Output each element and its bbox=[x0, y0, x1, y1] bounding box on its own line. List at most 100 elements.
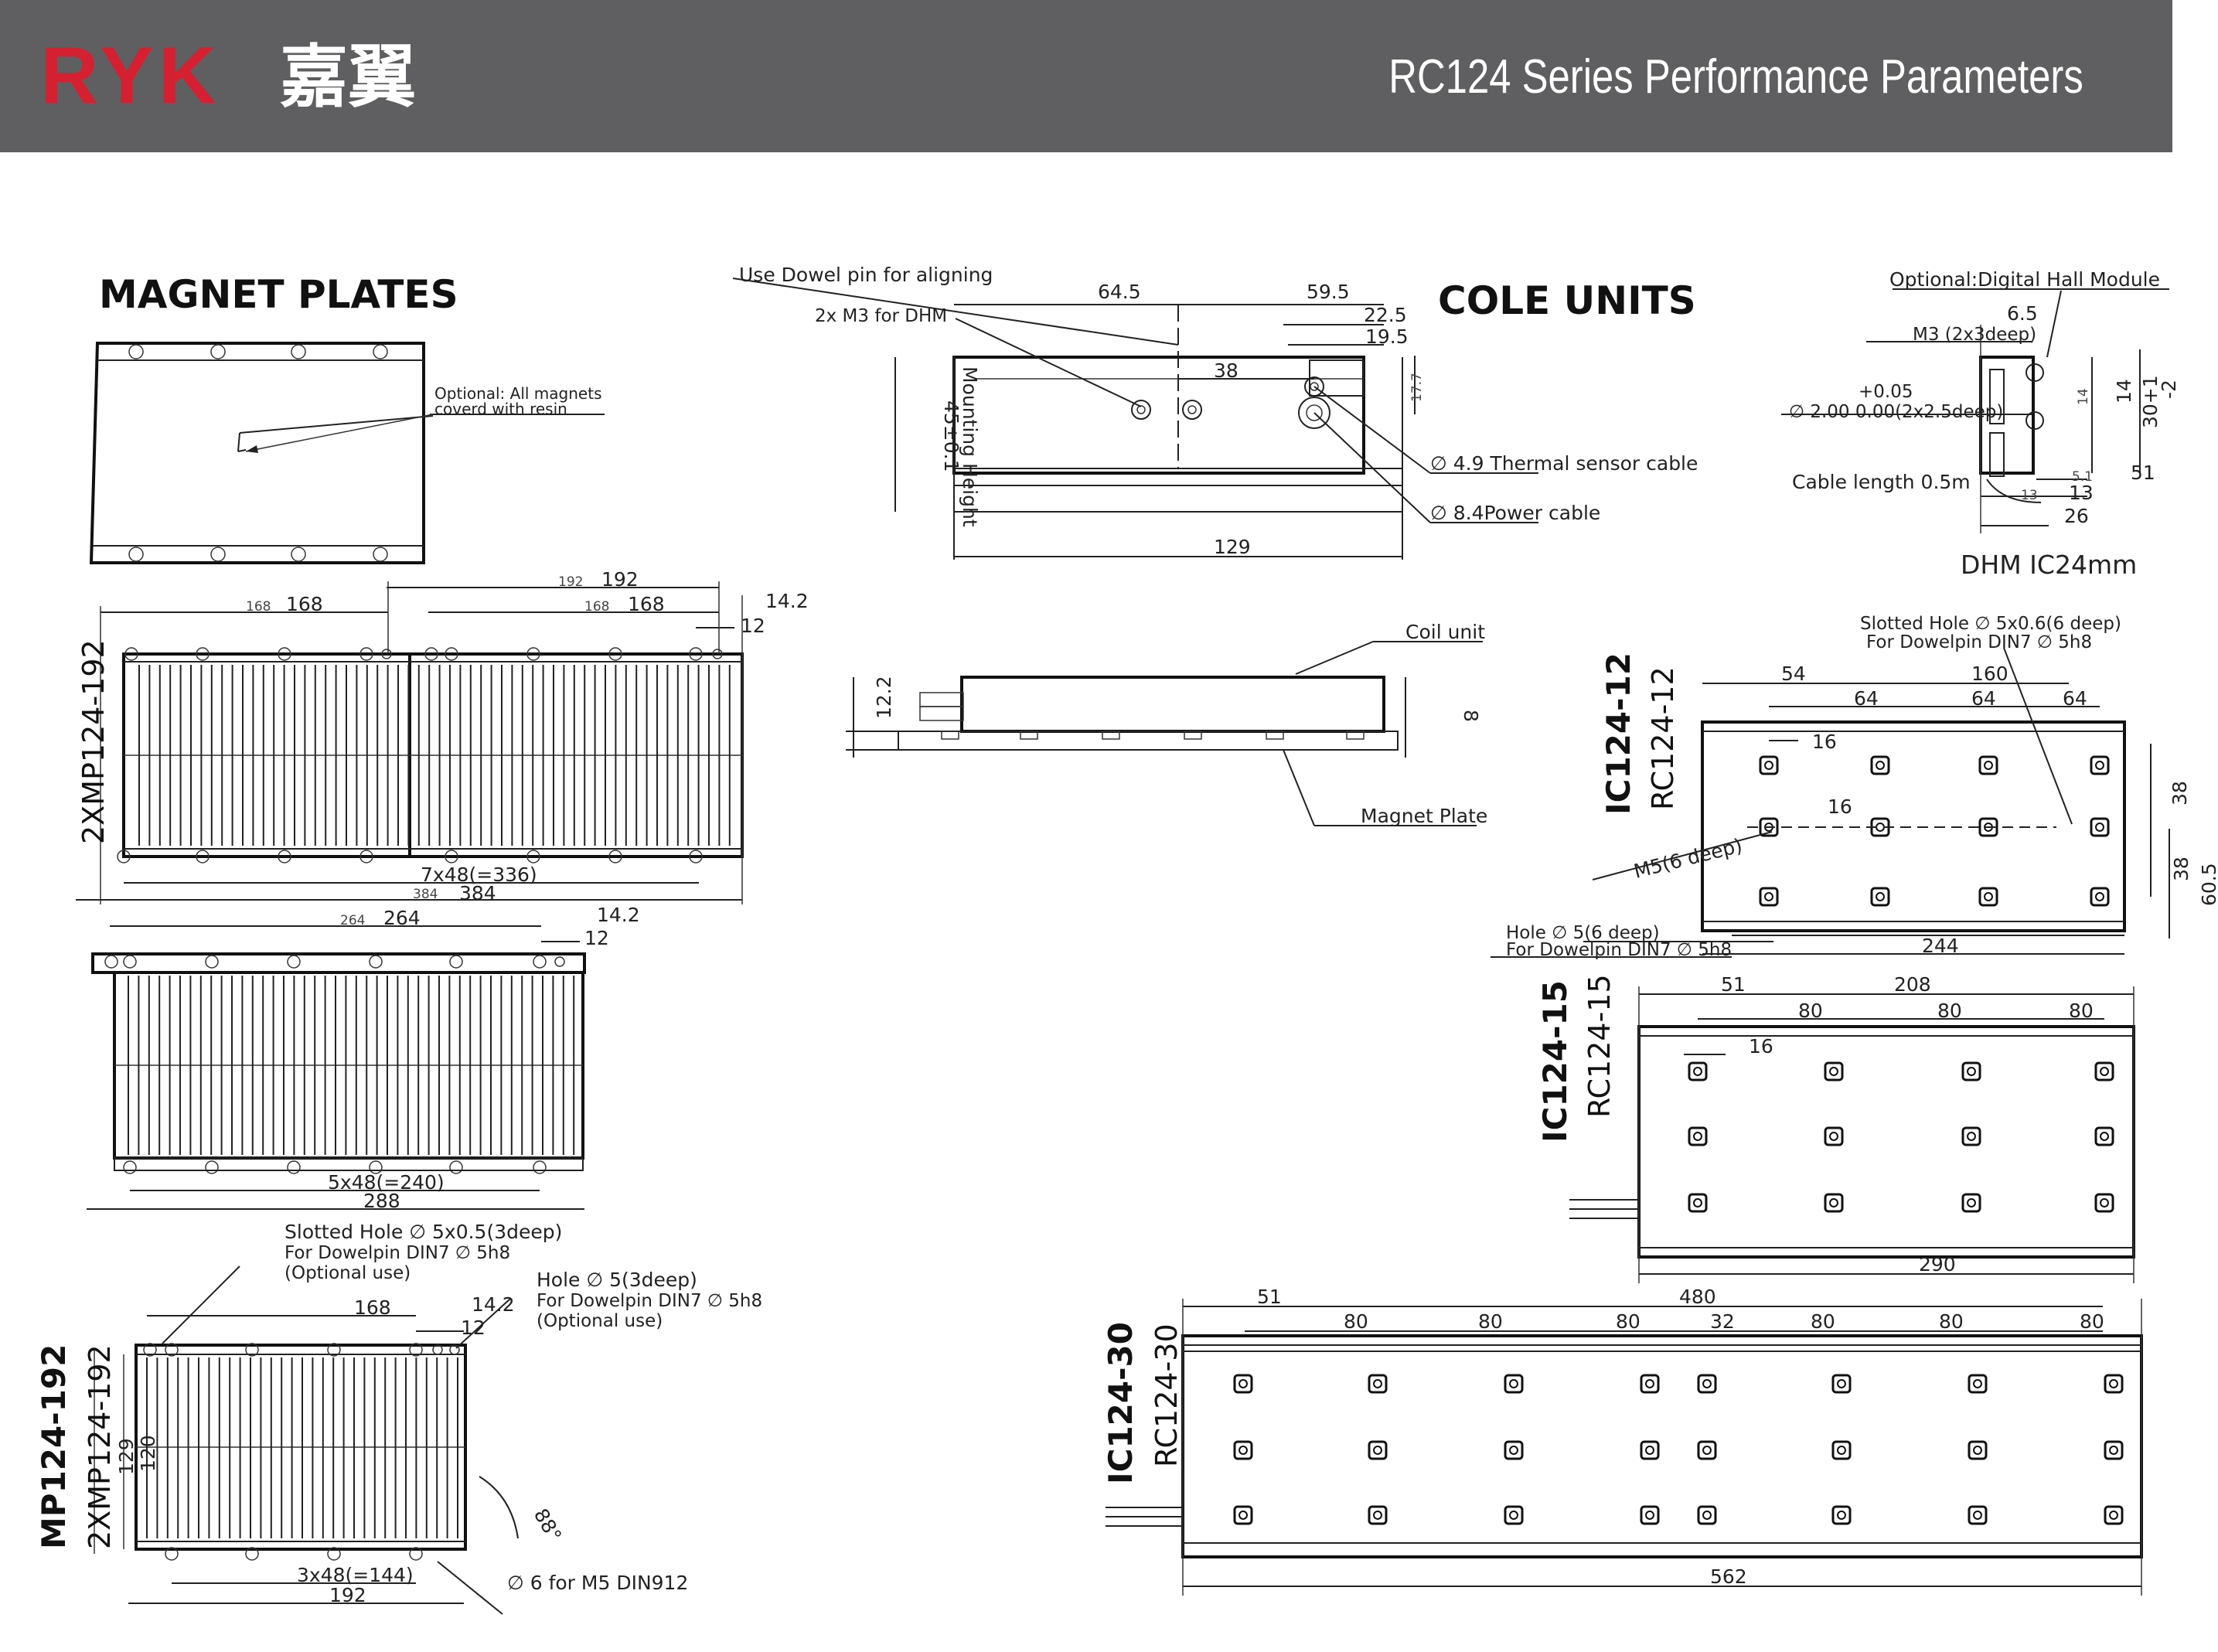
mount-hole bbox=[2090, 817, 2110, 837]
ic30-dim-480: 480 bbox=[1679, 1286, 1716, 1308]
label-ic124-12: IC124-12 bbox=[1600, 652, 1637, 815]
ic30-dim-80-2: 80 bbox=[1478, 1310, 1503, 1333]
label-ic124-15: IC124-15 bbox=[1536, 980, 1574, 1143]
dim-59-5: 59.5 bbox=[1307, 281, 1350, 303]
dim-384-small: 384 bbox=[413, 887, 438, 902]
section-title-coil-units: COLE UNITS bbox=[1438, 278, 1696, 323]
dim-12-b: 12 bbox=[584, 927, 609, 949]
ic12-dim-38b: 38 bbox=[2170, 857, 2192, 881]
mount-hole bbox=[1961, 1061, 1981, 1081]
dim-12-c: 12 bbox=[461, 1316, 486, 1339]
mount-hole bbox=[1759, 817, 1779, 837]
dim-17-7: 17.7 bbox=[1409, 373, 1425, 402]
mount-hole bbox=[2094, 1193, 2114, 1213]
mount-hole bbox=[1368, 1374, 1388, 1394]
dhm-dim-13: 13 bbox=[2069, 482, 2094, 504]
mount-hole bbox=[1759, 755, 1779, 775]
dim-192-c: 192 bbox=[329, 1584, 366, 1606]
plate-screw bbox=[1266, 731, 1284, 740]
mount-hole bbox=[1368, 1505, 1388, 1525]
plate-screw bbox=[1020, 731, 1038, 740]
mount-hole bbox=[1233, 1374, 1253, 1394]
magnet-plate-192 bbox=[94, 1265, 519, 1615]
mount-hole bbox=[1824, 1126, 1844, 1146]
dim-8: 8 bbox=[1460, 710, 1482, 722]
dhm-dim-minus2: -2 bbox=[2158, 380, 2180, 399]
mount-hole-bore bbox=[1876, 823, 1885, 832]
ic30-dim-80-6: 80 bbox=[2080, 1310, 2104, 1333]
mount-hole-bore bbox=[1702, 1379, 1712, 1388]
mount-hole bbox=[1968, 1505, 1988, 1525]
header-bar: RYK 嘉翼 RC124 Series Performance Paramete… bbox=[0, 0, 2172, 152]
ic124-15-drawing bbox=[1569, 986, 2135, 1283]
dhm-dim-13-small: 13 bbox=[2021, 488, 2038, 503]
dim-168-right-small: 168 bbox=[584, 599, 609, 615]
dhm-dim-5-1: 5.1 bbox=[2072, 469, 2093, 485]
mount-hole-bore bbox=[1373, 1446, 1382, 1455]
dim-22-5: 22.5 bbox=[1364, 304, 1407, 326]
mount-hole bbox=[1968, 1440, 1988, 1460]
mount-hole bbox=[1978, 817, 1998, 837]
dim-192-small: 192 bbox=[558, 574, 583, 590]
mount-height-value: 45±0.1 bbox=[940, 400, 962, 472]
magnet-plate-288 bbox=[87, 925, 586, 1210]
section-title-magnet-plates: MAGNET PLATES bbox=[99, 272, 458, 317]
mount-hole bbox=[1688, 1193, 1708, 1213]
mount-hole-bore bbox=[1509, 1511, 1518, 1520]
mount-hole bbox=[1233, 1505, 1253, 1525]
dhm-title: Optional:Digital Hall Module bbox=[1889, 268, 2160, 291]
hole-note-line-2: For Dowelpin DIN7 ∅ 5h8 bbox=[537, 1291, 762, 1311]
mount-hole-bore bbox=[1702, 1446, 1712, 1455]
dim-14-2: 14.2 bbox=[765, 590, 809, 612]
mount-hole-bore bbox=[1876, 761, 1885, 770]
magnet-plate-iso bbox=[89, 342, 605, 564]
mount-hole-bore bbox=[2095, 761, 2104, 770]
mount-hole bbox=[1688, 1061, 1708, 1081]
dim-264-small: 264 bbox=[340, 913, 365, 928]
mount-hole bbox=[1504, 1440, 1524, 1460]
ic30-dim-51: 51 bbox=[1257, 1286, 1282, 1308]
ic15-dim-80c: 80 bbox=[2069, 1000, 2094, 1022]
ryk-logo: RYK bbox=[40, 31, 221, 121]
mount-hole bbox=[1968, 1374, 1988, 1394]
dim-129-top: 129 bbox=[1214, 536, 1251, 558]
mount-height-label: Mounting Height bbox=[959, 366, 981, 527]
mount-hole bbox=[1831, 1505, 1852, 1525]
mount-hole-bore bbox=[1829, 1198, 1838, 1207]
ic124-30-drawing bbox=[1106, 1299, 2143, 1596]
ic12-dim-16a: 16 bbox=[1812, 731, 1837, 753]
slot-note-line-2: For Dowelpin DIN7 ∅ 5h8 bbox=[284, 1243, 510, 1263]
page-title: RC124 Series Performance Parameters bbox=[1388, 50, 2083, 104]
slot-note-line-1: Slotted Hole ∅ 5x0.5(3deep) bbox=[284, 1221, 562, 1243]
dowel-note: Use Dowel pin for aligning bbox=[739, 264, 993, 286]
label-2xmp124-192-b: 2XMP124-192 bbox=[83, 1344, 117, 1549]
mount-hole-bore bbox=[1693, 1132, 1702, 1141]
mount-hole bbox=[1697, 1374, 1717, 1394]
dim-264: 264 bbox=[383, 907, 421, 929]
mount-hole bbox=[1824, 1061, 1844, 1081]
dim-14-2-c: 14.2 bbox=[472, 1293, 515, 1316]
label-ic124-30: IC124-30 bbox=[1102, 1322, 1140, 1484]
mount-hole-bore bbox=[1967, 1067, 1976, 1076]
mount-hole bbox=[1504, 1505, 1524, 1525]
mount-hole-bore bbox=[1238, 1379, 1248, 1388]
mount-hole bbox=[2104, 1440, 2124, 1460]
mount-hole-bore bbox=[1373, 1511, 1382, 1520]
mount-hole-bore bbox=[1837, 1511, 1846, 1520]
mount-hole-bore bbox=[1764, 892, 1773, 901]
dim-14-2-b: 14.2 bbox=[597, 904, 640, 926]
label-mp124-192: MP124-192 bbox=[35, 1344, 73, 1549]
coil-side-view bbox=[846, 641, 1483, 826]
dim-288: 288 bbox=[363, 1190, 400, 1212]
power-cable-note: ∅ 8.4Power cable bbox=[1430, 502, 1600, 524]
ic12-dim-160: 160 bbox=[1971, 663, 2008, 685]
ic12-dim-54: 54 bbox=[1781, 663, 1806, 685]
mount-hole-bore bbox=[1645, 1511, 1654, 1520]
ic12-slot-note-1: Slotted Hole ∅ 5x0.6(6 deep) bbox=[1860, 614, 2121, 634]
ic12-dim-64b: 64 bbox=[1971, 687, 1996, 710]
ic30-dim-80-1: 80 bbox=[1344, 1310, 1368, 1333]
coil-top-view bbox=[732, 278, 1538, 560]
mount-hole-bore bbox=[2100, 1067, 2109, 1076]
ic12-dim-38a: 38 bbox=[2169, 781, 2191, 806]
mount-hole bbox=[1831, 1440, 1852, 1460]
